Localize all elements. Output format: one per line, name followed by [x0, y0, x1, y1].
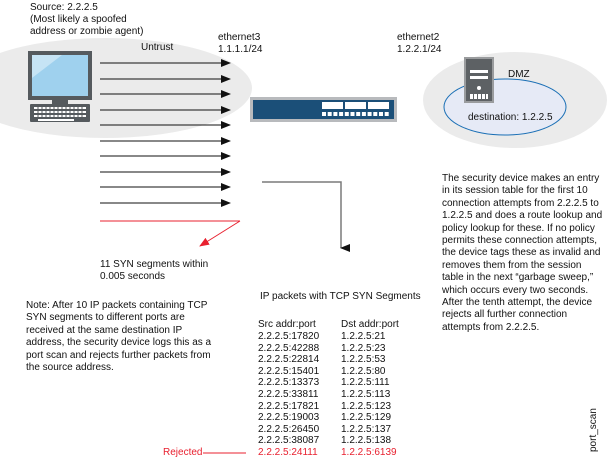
destination-server-icon — [464, 57, 494, 103]
packet-src: 2.2.2.5:26450 — [258, 423, 320, 435]
packet-row: 2.2.2.5:42288 1.2.2.5:23 — [258, 343, 458, 355]
packet-dst: 1.2.2.5:21 — [341, 331, 386, 342]
packet-dst: 1.2.2.5:111 — [341, 377, 390, 389]
untrust-zone-label: Untrust — [141, 42, 174, 53]
source-label: Source: 2.2.2.5 — [30, 2, 98, 13]
security-device-description: The security device makes an entry in it… — [442, 173, 603, 333]
ethernet3-name: ethernet3 — [218, 32, 261, 43]
packet-dst: 1.2.2.5:23 — [341, 342, 386, 354]
packet-row: 2.2.2.5:33811 1.2.2.5:113 — [258, 389, 458, 401]
figure-id: port_scan — [588, 408, 599, 452]
packet-src: 2.2.2.5:42288 — [258, 342, 320, 354]
rejected-dst: 1.2.2.5:6139 — [341, 447, 397, 458]
packet-dst: 1.2.2.5:123 — [341, 400, 392, 412]
ethernet2-name: ethernet2 — [397, 32, 440, 43]
rejected-packet-row: 2.2.2.5:24111 1.2.2.5:6139 — [258, 447, 458, 459]
packet-src: 2.2.2.5:22814 — [258, 354, 320, 366]
port-scan-note: Note: After 10 IP packets containing TCP… — [26, 300, 212, 374]
security-device-icon — [250, 97, 397, 122]
ethernet2-ip: 1.2.2.1/24 — [397, 44, 442, 55]
packet-src: 2.2.2.5:15401 — [258, 365, 320, 377]
packet-row: 2.2.2.5:26450 1.2.2.5:137 — [258, 424, 458, 436]
syn-caption-line2: 0.005 seconds — [100, 271, 166, 282]
packet-dst: 1.2.2.5:80 — [341, 365, 386, 377]
packet-dst: 1.2.2.5:129 — [341, 412, 392, 424]
dmz-destination-ellipse — [443, 78, 567, 136]
packet-src: 2.2.2.5:33811 — [258, 389, 319, 400]
source-note-line1: (Most likely a spoofed — [30, 14, 127, 25]
source-computer-icon — [28, 51, 92, 122]
packet-row: 2.2.2.5:13373 1.2.2.5:111 — [258, 377, 458, 389]
packet-src: 2.2.2.5:38087 — [258, 435, 320, 447]
packet-dst: 1.2.2.5:53 — [341, 354, 386, 366]
rejected-segment-arrow — [199, 220, 241, 247]
packet-list-pointer — [262, 181, 350, 252]
device-port — [356, 112, 361, 116]
packet-row: 2.2.2.5:38087 1.2.2.5:138 — [258, 435, 458, 447]
dmz-zone-label: DMZ — [508, 69, 530, 80]
packet-src: 2.2.2.5:17820 — [258, 331, 320, 342]
packets-title: IP packets with TCP SYN Segments — [260, 291, 421, 302]
syn-arrows — [100, 59, 231, 207]
packet-row: 2.2.2.5:17820 1.2.2.5:21 — [258, 331, 458, 343]
device-port — [333, 112, 338, 116]
packet-row: 2.2.2.5:22814 1.2.2.5:53 — [258, 354, 458, 366]
packet-dst: 1.2.2.5:113 — [341, 389, 391, 400]
packet-row: 2.2.2.5:17821 1.2.2.5:123 — [258, 401, 458, 413]
packets-header: Src addr:port Dst addr:port — [258, 319, 458, 331]
device-port — [339, 112, 344, 116]
source-note-line2: address or zombie agent) — [30, 26, 144, 37]
packet-row: 2.2.2.5:19003 1.2.2.5:129 — [258, 412, 458, 424]
packet-dst: 1.2.2.5:138 — [341, 435, 392, 447]
packet-src: 2.2.2.5:19003 — [258, 412, 320, 424]
device-port — [327, 112, 332, 116]
rejected-label: Rejected — [163, 447, 203, 458]
device-port — [367, 112, 372, 116]
syn-caption-line1: 11 SYN segments within — [100, 259, 209, 270]
dst-header: Dst addr:port — [341, 319, 399, 330]
device-port — [350, 112, 355, 116]
packet-row: 2.2.2.5:15401 1.2.2.5:80 — [258, 366, 458, 378]
src-header: Src addr:port — [258, 319, 316, 330]
device-port — [322, 112, 326, 116]
device-port — [379, 112, 383, 116]
packet-src: 2.2.2.5:13373 — [258, 377, 320, 389]
device-port — [361, 112, 366, 116]
device-port — [384, 112, 389, 116]
packet-dst: 1.2.2.5:137 — [341, 423, 392, 435]
device-port — [373, 112, 378, 116]
destination-label: destination: 1.2.2.5 — [468, 112, 553, 123]
packet-src: 2.2.2.5:17821 — [258, 400, 320, 412]
device-port — [344, 112, 349, 116]
rejected-src: 2.2.2.5:24111 — [258, 447, 318, 458]
ethernet3-ip: 1.1.1.1/24 — [218, 44, 263, 55]
